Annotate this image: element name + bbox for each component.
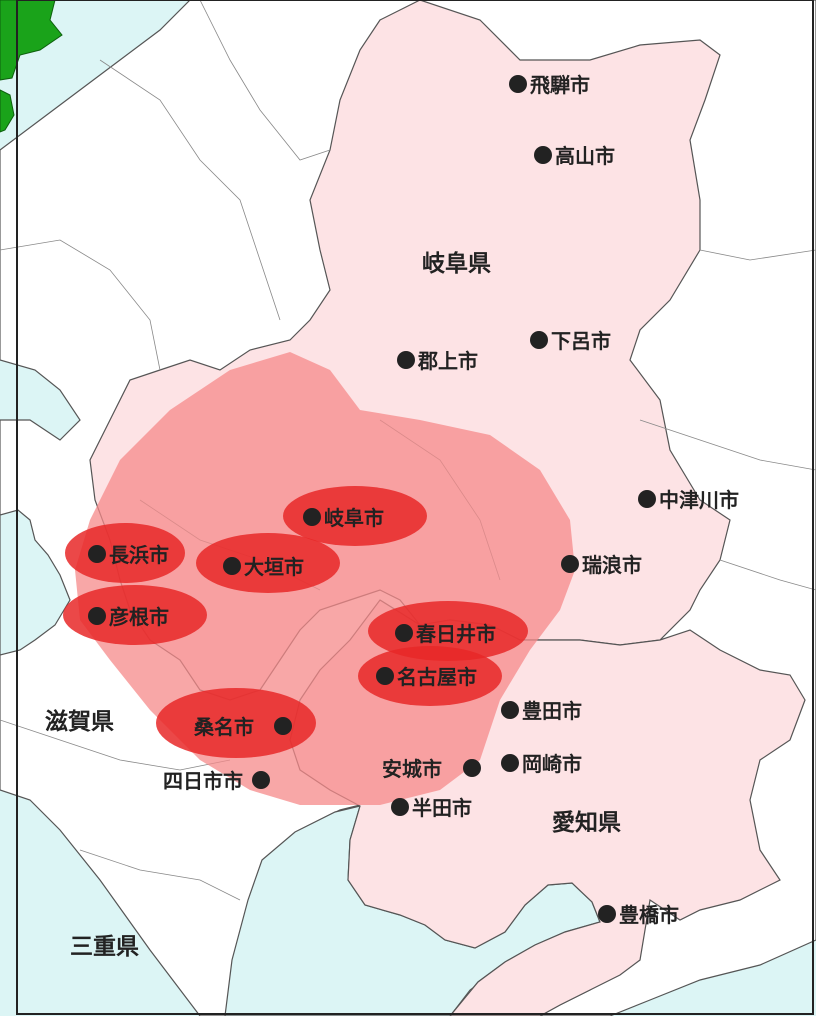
- city-label-gujo: 郡上市: [417, 349, 478, 373]
- city-label-anjo: 安城市: [382, 757, 442, 781]
- highlight-gifu: [283, 486, 427, 546]
- city-markers: [88, 75, 656, 923]
- pref-label-aichi: 愛知県: [552, 809, 621, 836]
- city-label-yokkaichi: 四日市市: [163, 769, 243, 793]
- city-dot-yokkaichi: [252, 771, 270, 789]
- city-dot-kasugai: [395, 624, 413, 642]
- city-label-ogaki: 大垣市: [244, 555, 304, 579]
- city-label-hida: 飛騨市: [530, 73, 590, 97]
- city-dot-gero: [530, 331, 548, 349]
- city-label-toyohashi: 豊橋市: [619, 903, 679, 927]
- city-dot-gifu: [303, 508, 321, 526]
- pref-label-shiga: 滋賀県: [45, 708, 114, 735]
- highlight-areas: [63, 486, 528, 758]
- city-dot-okazaki: [501, 754, 519, 772]
- city-label-gero: 下呂市: [551, 329, 611, 353]
- inset-marker-2: [0, 89, 15, 133]
- city-label-nagahama: 長浜市: [109, 543, 169, 567]
- highlight-kuwana: [156, 688, 316, 758]
- city-label-handa: 半田市: [412, 796, 472, 820]
- city-dot-nagoya: [376, 667, 394, 685]
- city-dot-hida: [509, 75, 527, 93]
- pref-label-gifu: 岐阜県: [422, 250, 491, 277]
- city-dot-handa: [391, 798, 409, 816]
- city-dot-gujo: [397, 351, 415, 369]
- city-label-hikone: 彦根市: [109, 605, 169, 629]
- city-label-takayama: 高山市: [555, 144, 615, 168]
- city-label-kasugai: 春日井市: [415, 622, 496, 646]
- city-label-nakatsugawa: 中津川市: [659, 488, 739, 512]
- highlight-ogaki: [196, 533, 340, 593]
- city-dot-nagahama: [88, 545, 106, 563]
- city-dot-kuwana: [274, 717, 292, 735]
- inset-marker: [0, 0, 63, 81]
- pref-label-mie: 三重県: [70, 934, 139, 960]
- city-label-kuwana: 桑名市: [194, 715, 254, 739]
- city-dot-mizunami: [561, 555, 579, 573]
- city-dot-takayama: [534, 146, 552, 164]
- city-dot-hikone: [88, 607, 106, 625]
- highlight-hikone: [63, 585, 207, 645]
- city-label-mizunami: 瑞浪市: [582, 553, 642, 577]
- city-label-toyota: 豊田市: [522, 699, 582, 723]
- city-dot-ogaki: [223, 557, 241, 575]
- highlight-kasugai: [368, 601, 528, 661]
- city-dot-nakatsugawa: [638, 490, 656, 508]
- city-dot-anjo: [463, 759, 481, 777]
- city-label-nagoya: 名古屋市: [397, 665, 477, 689]
- city-dot-toyohashi: [598, 905, 616, 923]
- city-dot-toyota: [501, 701, 519, 719]
- city-label-okazaki: 岡崎市: [522, 752, 582, 776]
- highlight-nagahama: [65, 523, 185, 583]
- highlight-nagoya: [358, 646, 502, 706]
- map-border: [16, 0, 814, 1015]
- city-label-gifu: 岐阜市: [324, 506, 384, 530]
